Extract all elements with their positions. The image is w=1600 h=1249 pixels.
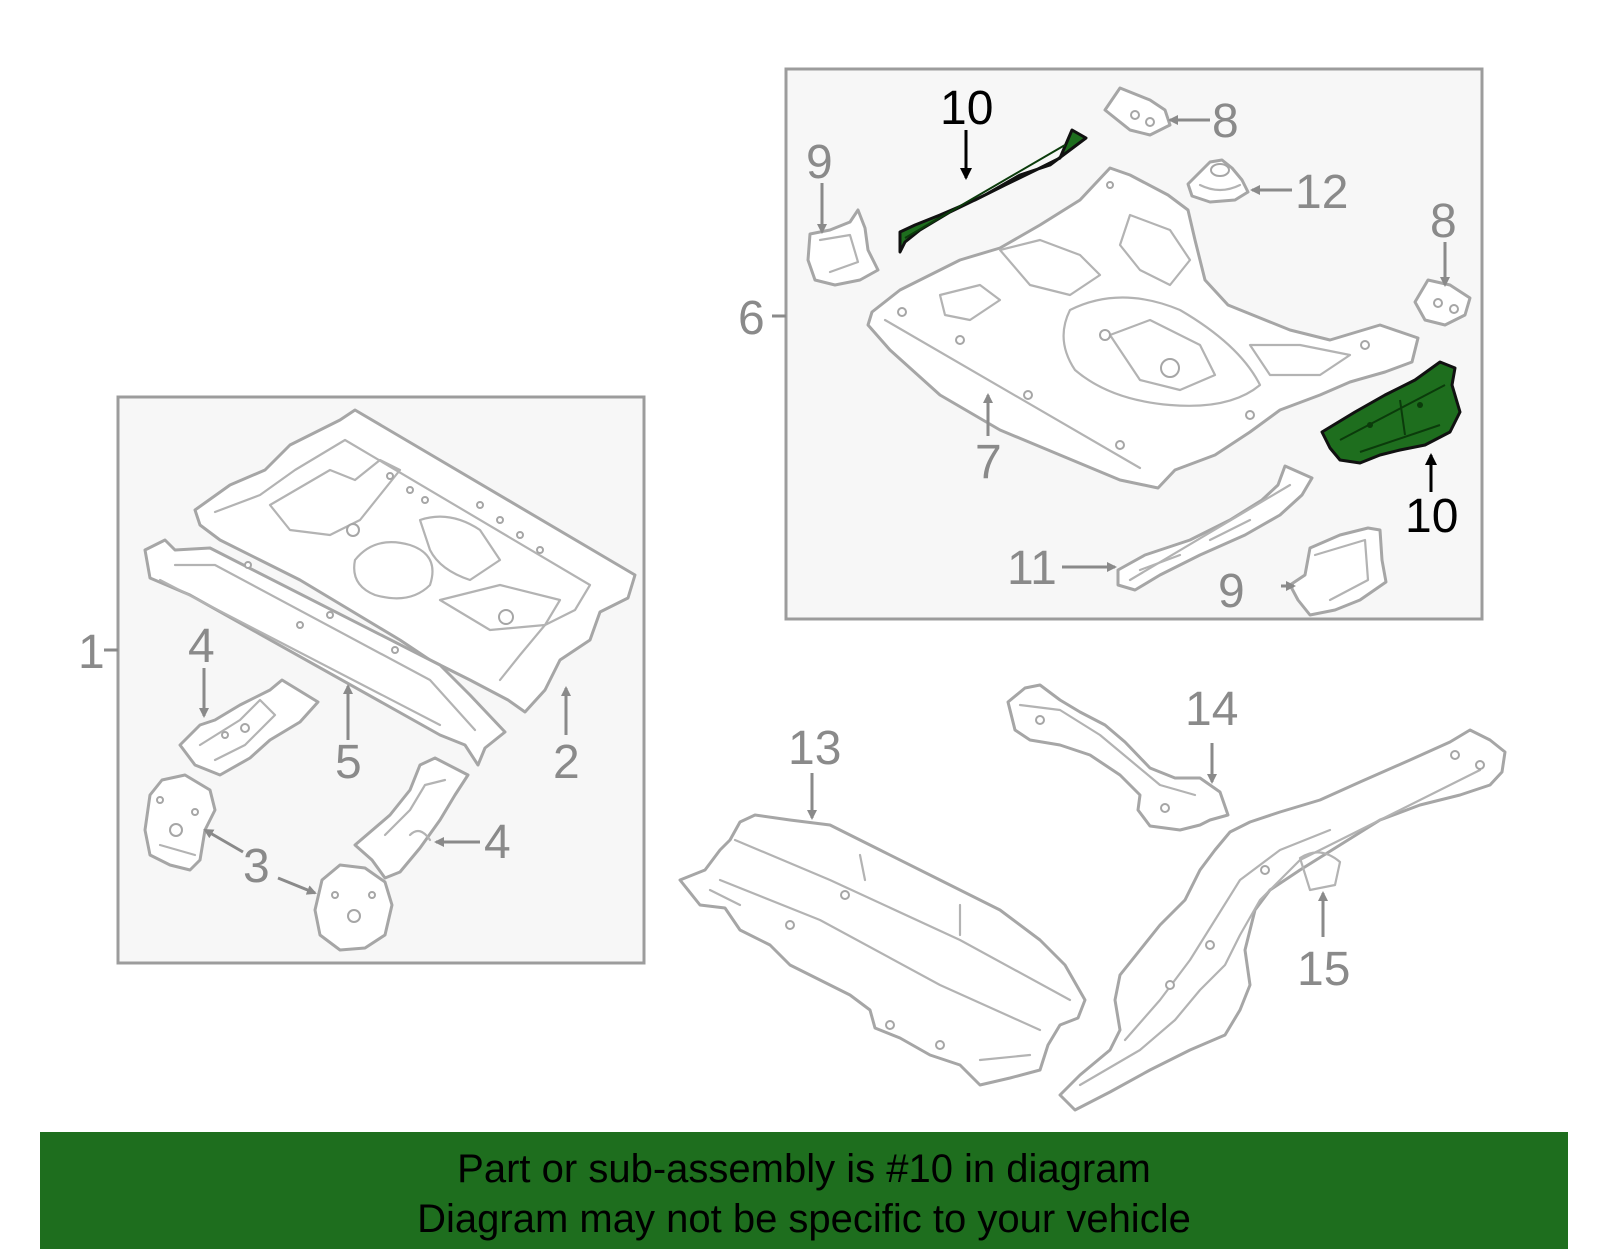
part-8-bracket-lower[interactable] (1413, 278, 1472, 327)
callout-5: 5 (335, 736, 362, 789)
part-7-rear-floor[interactable] (866, 166, 1420, 490)
callout-9-upper: 9 (806, 136, 833, 189)
part-2-rear-floor-pan[interactable] (193, 408, 637, 714)
info-banner: Part or sub-assembly is #10 in diagram D… (40, 1132, 1568, 1249)
banner-line-2: Diagram may not be specific to your vehi… (417, 1197, 1191, 1241)
callout-8-upper: 8 (1212, 95, 1239, 148)
part-12-mount[interactable] (1186, 158, 1250, 204)
callout-4-lower: 4 (484, 816, 511, 869)
part-8-bracket-upper[interactable] (1103, 86, 1172, 137)
callout-14: 14 (1185, 683, 1238, 736)
callout-11: 11 (1007, 542, 1057, 595)
callout-2: 2 (553, 736, 580, 789)
part-9-bracket-upper[interactable] (806, 208, 880, 287)
part-14-side-member[interactable] (1006, 683, 1230, 832)
part-4-bracket-lower[interactable] (353, 756, 470, 880)
part-5-crossmember[interactable] (143, 538, 507, 767)
callout-6: 6 (738, 292, 765, 345)
callout-3: 3 (243, 840, 270, 893)
callout-12: 12 (1295, 166, 1348, 219)
callout-9-lower: 9 (1218, 565, 1245, 618)
callout-1: 1 (78, 626, 105, 679)
banner-line-1: Part or sub-assembly is #10 in diagram (457, 1147, 1151, 1191)
part-4-bracket-upper[interactable] (178, 678, 320, 777)
part-13-crossmember[interactable] (678, 813, 1087, 1087)
callout-10-upper: 10 (940, 82, 993, 135)
part-10-lower-highlighted[interactable] (1320, 360, 1462, 465)
callout-4-upper: 4 (188, 620, 215, 673)
part-10-upper-highlighted[interactable] (898, 128, 1088, 254)
callout-15: 15 (1297, 943, 1350, 996)
part-9-bracket-lower[interactable] (1288, 526, 1388, 617)
callout-7: 7 (975, 436, 1002, 489)
part-3-bracket-left[interactable] (143, 773, 217, 872)
callout-8-lower: 8 (1430, 195, 1457, 248)
part-3-bracket-right[interactable] (313, 863, 394, 952)
part-11-extension[interactable] (1116, 464, 1314, 592)
callout-10-lower: 10 (1405, 490, 1458, 543)
part-15-side-member[interactable] (1058, 728, 1507, 1112)
callout-13: 13 (788, 722, 841, 775)
